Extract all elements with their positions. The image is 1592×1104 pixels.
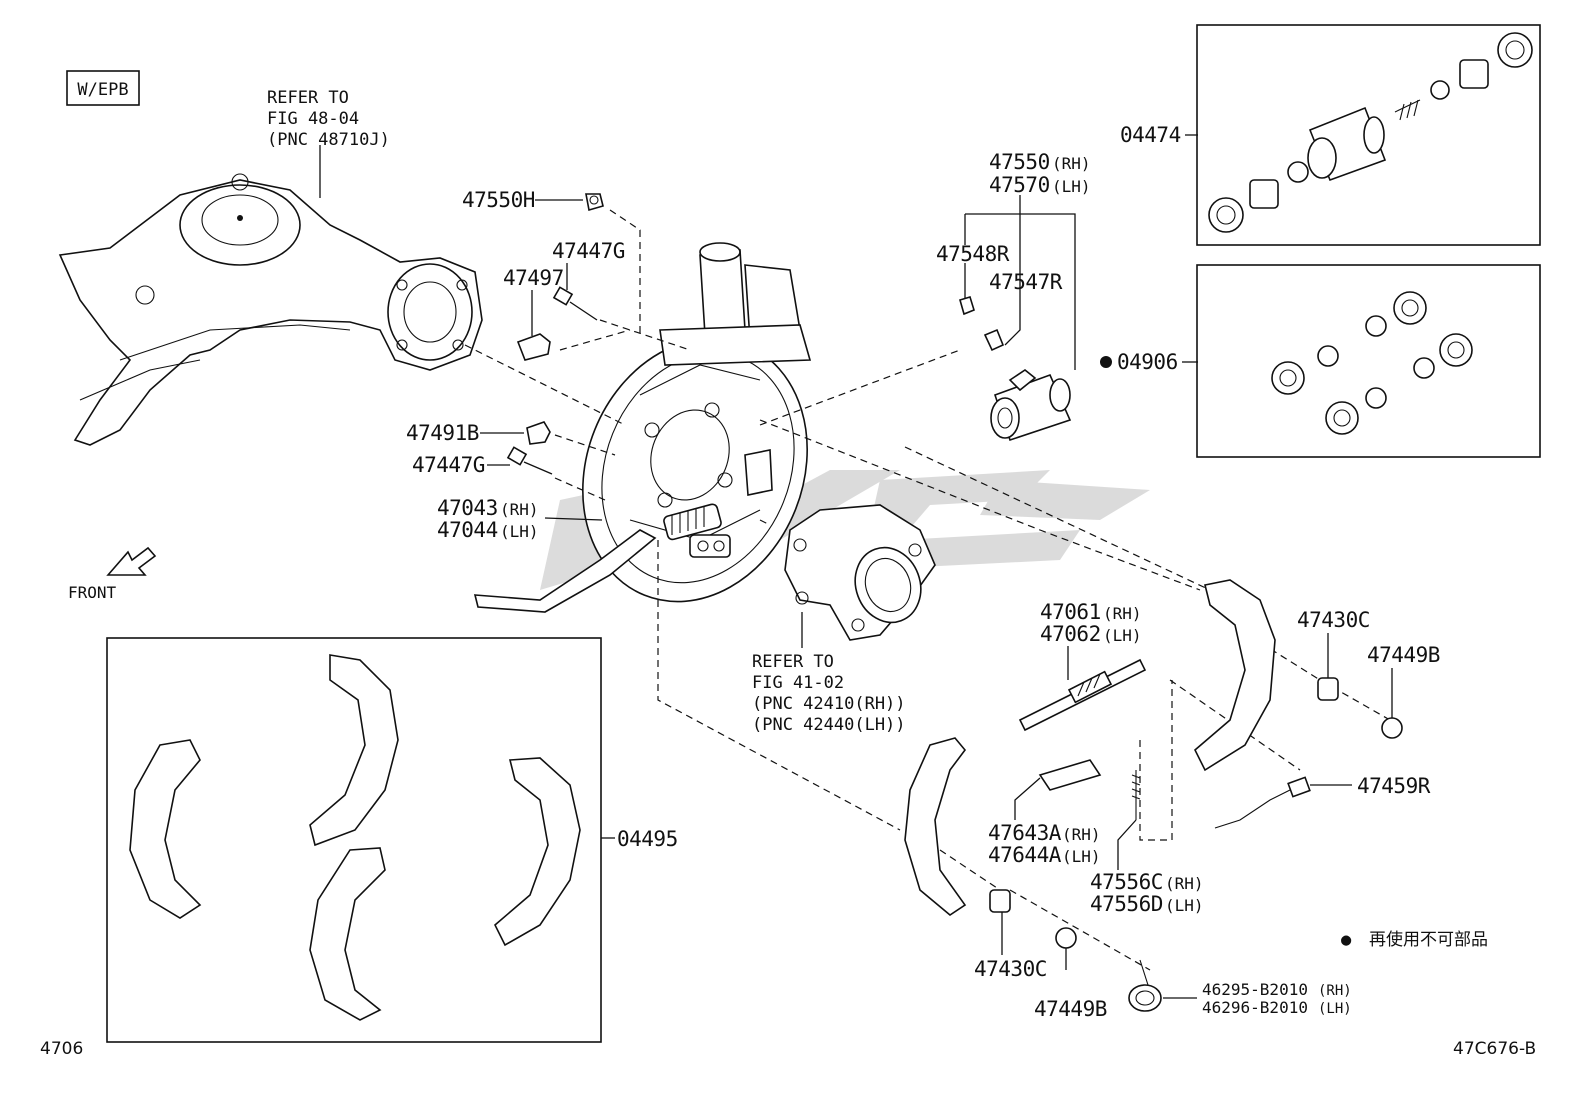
- legend: ● 再使用不可部品: [1341, 929, 1488, 950]
- label-47556C-rh: (RH): [1165, 874, 1204, 893]
- fig-number: 4706: [40, 1039, 83, 1059]
- label-47556D: 47556D: [1090, 892, 1163, 916]
- refer-hub-note: REFER TO FIG 41-02 (PNC 42410(RH)) (PNC …: [752, 652, 906, 735]
- label-04495: 04495: [617, 827, 678, 851]
- refer-hub-line2: FIG 41-02: [752, 673, 844, 693]
- plug-47497: [516, 333, 551, 361]
- label-47447G-mid: 47447G: [412, 453, 485, 477]
- hold-down-cup-right: [1381, 717, 1403, 739]
- label-47644A: 47644A: [988, 843, 1062, 867]
- refer-axle-line3: (PNC 48710J): [267, 130, 390, 150]
- label-47459R: 47459R: [1357, 774, 1431, 798]
- label-47643A: 47643A: [988, 821, 1062, 845]
- shoe-adjuster: [1018, 658, 1147, 732]
- explosion-lines: [464, 209, 1391, 971]
- label-47643A-rh: (RH): [1062, 825, 1101, 844]
- label-47550-rh: (RH): [1052, 154, 1091, 173]
- plug-47491B: [526, 421, 551, 445]
- label-47447G-top: 47447G: [552, 239, 625, 263]
- label-47497: 47497: [503, 266, 564, 290]
- label-47061-rh: (RH): [1103, 604, 1142, 623]
- label-47044: 47044: [437, 518, 498, 542]
- refer-hub-line1: REFER TO: [752, 652, 834, 672]
- part-labels: 47550H 47447G 47497 47491B 47447G 47043 …: [406, 123, 1440, 1021]
- label-47556C: 47556C: [1090, 870, 1163, 894]
- return-spring: [1131, 770, 1141, 820]
- label-04906: 04906: [1117, 350, 1178, 374]
- brake-shoe-lower: [904, 737, 967, 916]
- refer-hub-line4: (PNC 42440(LH)): [752, 715, 906, 735]
- label-47449B-right: 47449B: [1367, 643, 1440, 667]
- kit-box-04495: [106, 637, 602, 1043]
- label-47556D-lh: (LH): [1165, 896, 1204, 915]
- label-47550H: 47550H: [462, 188, 535, 212]
- label-47491B: 47491B: [406, 421, 479, 445]
- refer-axle-line1: REFER TO: [267, 88, 349, 108]
- kit-04906-parts: [1271, 291, 1473, 435]
- pin-47447G-mid: [506, 446, 553, 475]
- label-47547R: 47547R: [989, 270, 1063, 294]
- label-46296: 46296-B2010: [1202, 998, 1308, 1017]
- label-04474: 04474: [1120, 123, 1181, 147]
- label-47570-lh: (LH): [1052, 177, 1091, 196]
- label-47430C-bottom: 47430C: [974, 957, 1047, 981]
- leader-lines: [480, 134, 1393, 999]
- label-47570: 47570: [989, 173, 1050, 197]
- parking-cable-bracket: [473, 529, 657, 613]
- epb-adjuster: [663, 503, 731, 558]
- label-47644A-lh: (LH): [1062, 847, 1101, 866]
- label-47043: 47043: [437, 496, 498, 520]
- drawing-code: 47C676-B: [1453, 1039, 1536, 1059]
- variant-badge: W/EPB: [66, 70, 140, 106]
- label-47062: 47062: [1040, 622, 1101, 646]
- kit-box-04906: [1196, 264, 1541, 458]
- label-46295: 46295-B2010: [1202, 980, 1308, 999]
- label-47430C-right: 47430C: [1297, 608, 1370, 632]
- front-arrow-icon: [106, 546, 157, 576]
- variant-badge-text: W/EPB: [77, 80, 128, 100]
- label-47061: 47061: [1040, 600, 1101, 624]
- hold-down-cup-bottom: [1055, 927, 1077, 949]
- refer-axle-line2: FIG 48-04: [267, 109, 359, 129]
- pin-47447G-top: [552, 286, 598, 321]
- wheel-cylinder: [959, 296, 1072, 442]
- kit-04474-parts: [1208, 32, 1533, 233]
- label-47044-lh: (LH): [500, 522, 539, 541]
- label-47043-rh: (RH): [500, 500, 539, 519]
- label-47449B-bottom: 47449B: [1034, 997, 1107, 1021]
- non-reusable-marker-04906: [1100, 356, 1112, 368]
- strut-lever: [1038, 759, 1102, 791]
- pin-spring-46295: [1128, 959, 1162, 1012]
- refer-hub-line3: (PNC 42410(RH)): [752, 694, 906, 714]
- label-47550: 47550: [989, 150, 1050, 174]
- rear-hub-bearing: [784, 504, 936, 641]
- label-47062-lh: (LH): [1103, 626, 1142, 645]
- hold-down-spring-bottom: [989, 889, 1011, 913]
- kit-04495-shoes: [129, 654, 581, 1021]
- rear-axle-beam: [58, 173, 483, 446]
- bleeder-bolt-47550H: [585, 193, 604, 212]
- front-label: FRONT: [68, 583, 117, 602]
- brake-shoe-right: [1194, 579, 1276, 772]
- refer-axle-note: REFER TO FIG 48-04 (PNC 48710J): [267, 88, 390, 150]
- label-46296-lh: (LH): [1318, 1001, 1352, 1017]
- label-46295-rh: (RH): [1318, 983, 1352, 999]
- hold-down-spring-right: [1317, 677, 1339, 701]
- label-47548R: 47548R: [936, 242, 1010, 266]
- legend-text: 再使用不可部品: [1369, 929, 1488, 950]
- legend-bullet: ●: [1341, 930, 1352, 950]
